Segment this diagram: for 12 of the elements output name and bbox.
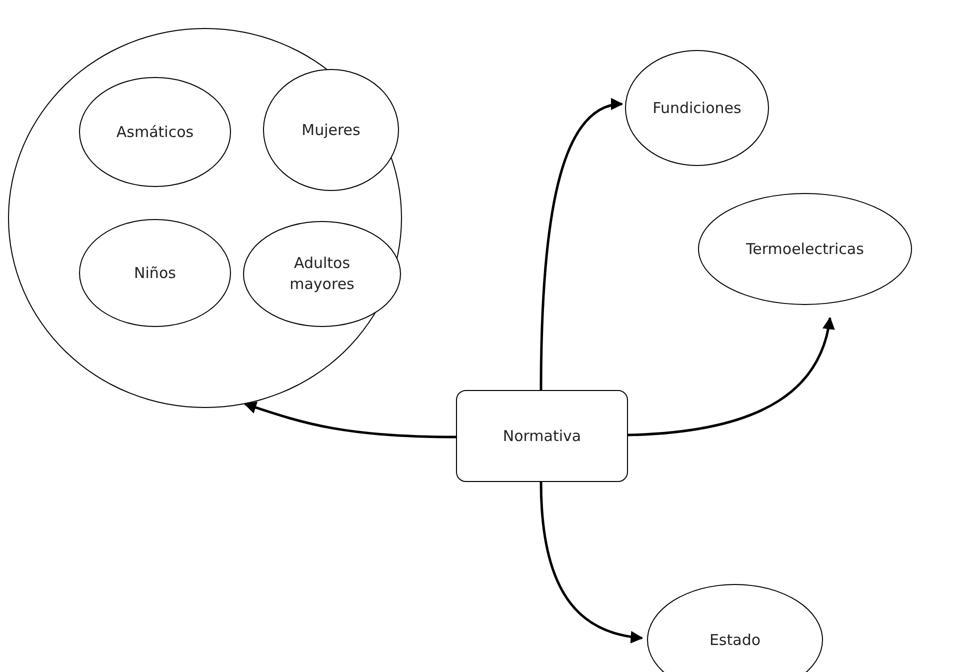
arrow (540, 99, 624, 390)
category-ellipse: Adultos mayores (243, 221, 401, 327)
arrow (540, 482, 644, 643)
process-box: Normativa (456, 390, 628, 482)
arrow (244, 402, 456, 438)
category-ellipse: Termoelectricas (698, 193, 912, 305)
arrow (628, 316, 834, 436)
category-ellipse: Niños (79, 219, 231, 327)
category-ellipse: Mujeres (263, 69, 399, 191)
category-ellipse: Asmáticos (79, 77, 231, 187)
category-ellipse: Estado (647, 584, 823, 672)
category-ellipse: Fundiciones (625, 50, 769, 166)
